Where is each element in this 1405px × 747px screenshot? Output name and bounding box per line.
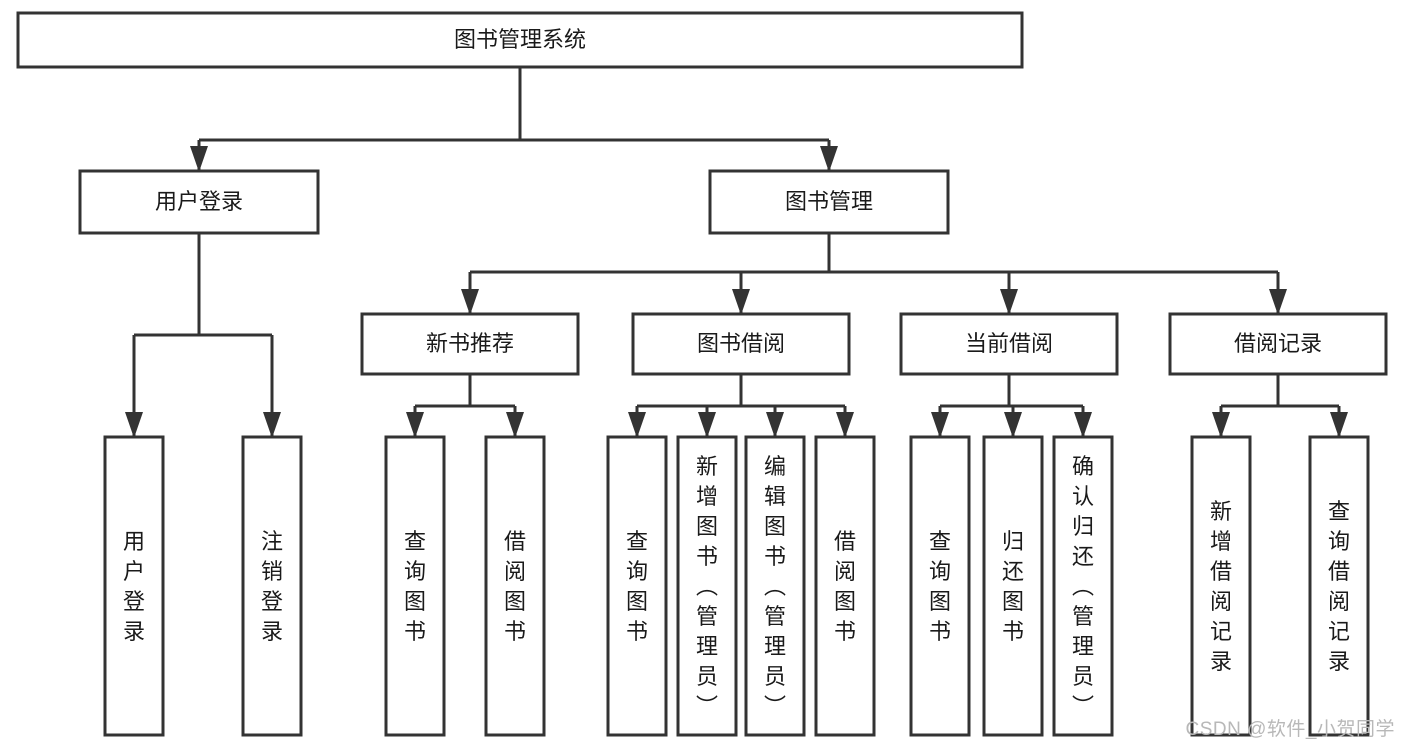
node-box[interactable] [484, 435, 546, 737]
node-leaf-borrow-book-1[interactable]: 借阅图书 [484, 435, 546, 737]
arrow-head-icon [125, 412, 143, 438]
arrow-head-icon [1269, 289, 1287, 315]
node-label: 查询图书 [404, 529, 426, 644]
node-box[interactable] [103, 435, 165, 737]
node-borrow-record[interactable]: 借阅记录 [1168, 312, 1388, 376]
node-box[interactable] [909, 435, 971, 737]
node-box[interactable] [744, 435, 806, 737]
arrow-head-icon [766, 412, 784, 438]
arrow-head-icon [732, 289, 750, 315]
node-leaf-user-login[interactable]: 用户登录 [103, 435, 165, 737]
node-leaf-add-book[interactable]: 新增图书︵管理员︶ [676, 435, 738, 737]
arrow-head-icon [931, 412, 949, 438]
node-book-borrow[interactable]: 图书借阅 [631, 312, 851, 376]
node-label: 归还图书 [1002, 529, 1024, 644]
node-label: 查询图书 [626, 529, 648, 644]
node-current-borrow[interactable]: 当前借阅 [899, 312, 1119, 376]
node-box[interactable] [16, 11, 1024, 69]
node-label: 借阅记录 [1234, 331, 1322, 356]
node-box[interactable] [899, 312, 1119, 376]
node-leaf-query-record[interactable]: 查询借阅记录 [1308, 435, 1370, 737]
arrow-head-icon [1000, 289, 1018, 315]
node-box[interactable] [360, 312, 580, 376]
node-box[interactable] [982, 435, 1044, 737]
node-book-manage[interactable]: 图书管理 [708, 169, 950, 235]
node-user-login[interactable]: 用户登录 [78, 169, 320, 235]
node-box[interactable] [1190, 435, 1252, 737]
node-label: 注销登录 [261, 529, 283, 644]
node-leaf-query-book-1[interactable]: 查询图书 [384, 435, 446, 737]
node-label: 用户登录 [123, 529, 145, 644]
node-box[interactable] [384, 435, 446, 737]
arrow-head-icon [190, 146, 208, 172]
node-label: 新增借阅记录 [1210, 499, 1232, 674]
node-leaf-query-book-2[interactable]: 查询图书 [606, 435, 668, 737]
arrow-head-icon [836, 412, 854, 438]
node-label: 当前借阅 [965, 331, 1053, 356]
arrow-head-icon [506, 412, 524, 438]
node-box[interactable] [631, 312, 851, 376]
node-box[interactable] [241, 435, 303, 737]
arrow-head-icon [628, 412, 646, 438]
node-label: 查询图书 [929, 529, 951, 644]
node-new-book-recommend[interactable]: 新书推荐 [360, 312, 580, 376]
arrow-head-icon [263, 412, 281, 438]
node-leaf-query-book-3[interactable]: 查询图书 [909, 435, 971, 737]
connector-lines-group [125, 67, 1348, 438]
node-box[interactable] [676, 435, 738, 737]
arrow-head-icon [698, 412, 716, 438]
node-box[interactable] [814, 435, 876, 737]
node-label: 借阅图书 [504, 529, 526, 644]
node-box[interactable] [1308, 435, 1370, 737]
node-leaf-edit-book[interactable]: 编辑图书︵管理员︶ [744, 435, 806, 737]
node-box[interactable] [1168, 312, 1388, 376]
node-box[interactable] [606, 435, 668, 737]
arrow-head-icon [1074, 412, 1092, 438]
arrow-head-icon [1004, 412, 1022, 438]
node-label: 图书管理 [785, 189, 873, 214]
node-leaf-logout[interactable]: 注销登录 [241, 435, 303, 737]
arrow-head-icon [1212, 412, 1230, 438]
arrow-head-icon [461, 289, 479, 315]
node-root[interactable]: 图书管理系统 [16, 11, 1024, 69]
node-label: 图书借阅 [697, 331, 785, 356]
node-box[interactable] [708, 169, 950, 235]
node-label: 查询借阅记录 [1328, 499, 1350, 674]
arrow-head-icon [406, 412, 424, 438]
node-box[interactable] [78, 169, 320, 235]
node-label: 图书管理系统 [454, 27, 586, 52]
arrow-head-icon [1330, 412, 1348, 438]
node-boxes-group: 图书管理系统用户登录图书管理新书推荐图书借阅当前借阅借阅记录用户登录注销登录查询… [16, 11, 1388, 737]
node-box[interactable] [1052, 435, 1114, 737]
node-label: 编辑图书︵管理员︶ [764, 454, 786, 719]
watermark-text: CSDN @软件_小贺同学 [1185, 719, 1395, 740]
node-leaf-add-record[interactable]: 新增借阅记录 [1190, 435, 1252, 737]
node-label: 新书推荐 [426, 331, 514, 356]
node-label: 借阅图书 [834, 529, 856, 644]
arrow-head-icon [820, 146, 838, 172]
node-leaf-confirm-return[interactable]: 确认归还︵管理员︶ [1052, 435, 1114, 737]
node-leaf-borrow-book-2[interactable]: 借阅图书 [814, 435, 876, 737]
node-label: 新增图书︵管理员︶ [696, 454, 718, 719]
node-label: 确认归还︵管理员︶ [1072, 454, 1094, 719]
node-leaf-return-book[interactable]: 归还图书 [982, 435, 1044, 737]
node-label: 用户登录 [155, 189, 243, 214]
